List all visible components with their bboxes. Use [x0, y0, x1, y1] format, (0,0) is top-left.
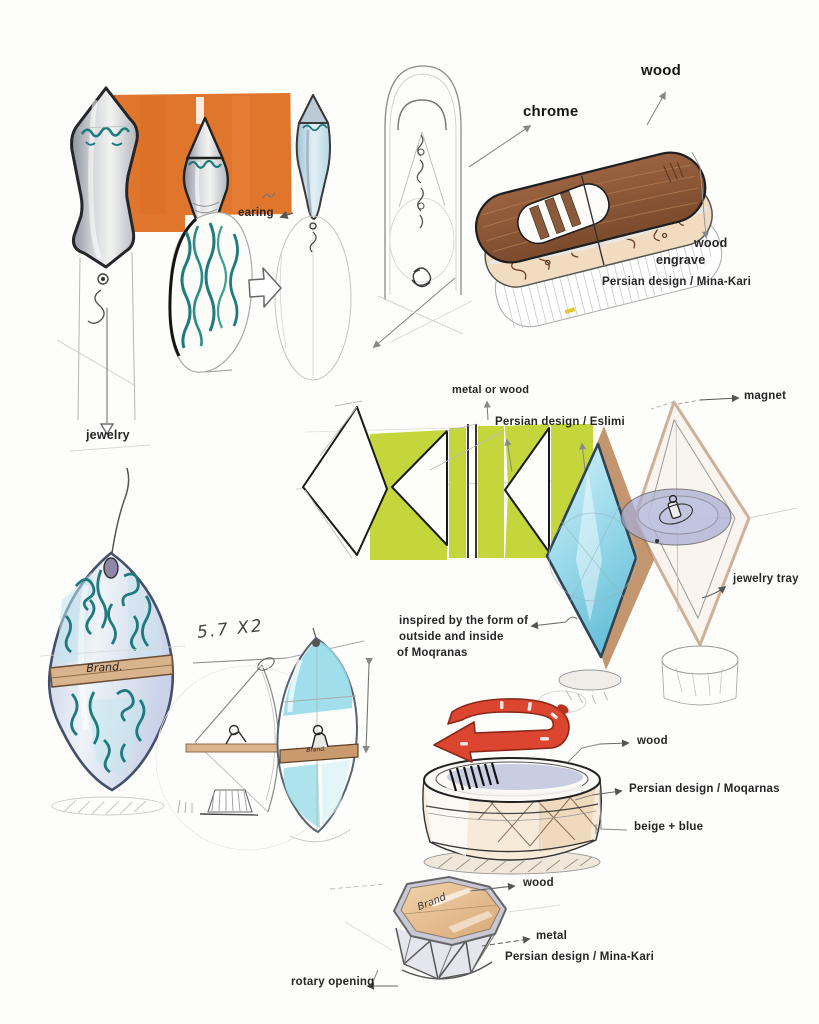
label-metal-or-wood: metal or wood [452, 384, 530, 396]
earring-pendant-right [295, 94, 331, 220]
earring-pendant-middle [182, 116, 230, 231]
earring-leader-arrow [262, 192, 294, 219]
label-magnet: magnet [744, 390, 787, 402]
label-moqarnas: Persian design / Moqarnas [629, 783, 780, 795]
pendant-arabesque-top [64, 569, 152, 654]
label-wood-top: wood [641, 62, 681, 79]
label-beige-blue: beige + blue [634, 821, 704, 833]
label-earring: earing [238, 207, 274, 219]
label-inspired-2: outside and inside [399, 631, 504, 643]
label-jewelry-tray: jewelry tray [733, 573, 799, 585]
brand-mark-capsule: Brand. [306, 745, 327, 754]
round-box-sketch [422, 757, 603, 875]
block-arrow-right-icon [248, 267, 282, 308]
moqarnas-diamond-sketch [620, 400, 798, 706]
label-chrome: chrome [523, 103, 579, 120]
capsule-box-sketch [474, 151, 723, 328]
diamond-leaders [530, 394, 740, 630]
fan-section-sketch [155, 657, 341, 851]
round-box-leaders [567, 739, 630, 834]
opening-slot [448, 762, 500, 792]
label-inspired-3: of Moqranas [397, 647, 468, 659]
label-wood-bottom: wood [523, 877, 554, 889]
brand-mark-pendant: Brand. [86, 660, 123, 675]
pendant-outline-sketch [274, 215, 352, 381]
label-eslimi: Persian design / Eslimi [495, 416, 625, 428]
jewelry-column-sketch [56, 251, 151, 452]
cyan-diamond-sketch [537, 426, 654, 714]
pendant-arabesque-bottom [70, 689, 146, 774]
label-mina-kari-top: Persian design / Mina-Kari [602, 276, 751, 288]
arch-case-sketch [372, 65, 473, 349]
rotate-arrow-icon [433, 698, 570, 763]
earring-pendant-left [70, 86, 139, 269]
capsule-box-leaders [468, 91, 710, 239]
octagon-box-leaders [366, 882, 531, 990]
label-mina-kari-bottom: Persian design / Mina-Kari [505, 951, 654, 963]
label-wood-engrave-2: engrave [656, 253, 706, 267]
brand-pendant-sketch [39, 467, 186, 816]
engraved-egg-sketch [168, 211, 253, 373]
label-jewelry: jewelry [86, 428, 130, 442]
lattice-pattern [477, 767, 599, 847]
label-wood-mid: wood [637, 735, 668, 747]
label-wood-engrave-1: wood [694, 236, 728, 250]
label-metal: metal [536, 930, 568, 942]
blue-capsule-sketch [276, 627, 374, 843]
octagon-box-sketch [329, 876, 561, 980]
label-rotary-opening: rotary opening [291, 976, 375, 988]
label-inspired-1: inspired by the form of [399, 615, 529, 627]
